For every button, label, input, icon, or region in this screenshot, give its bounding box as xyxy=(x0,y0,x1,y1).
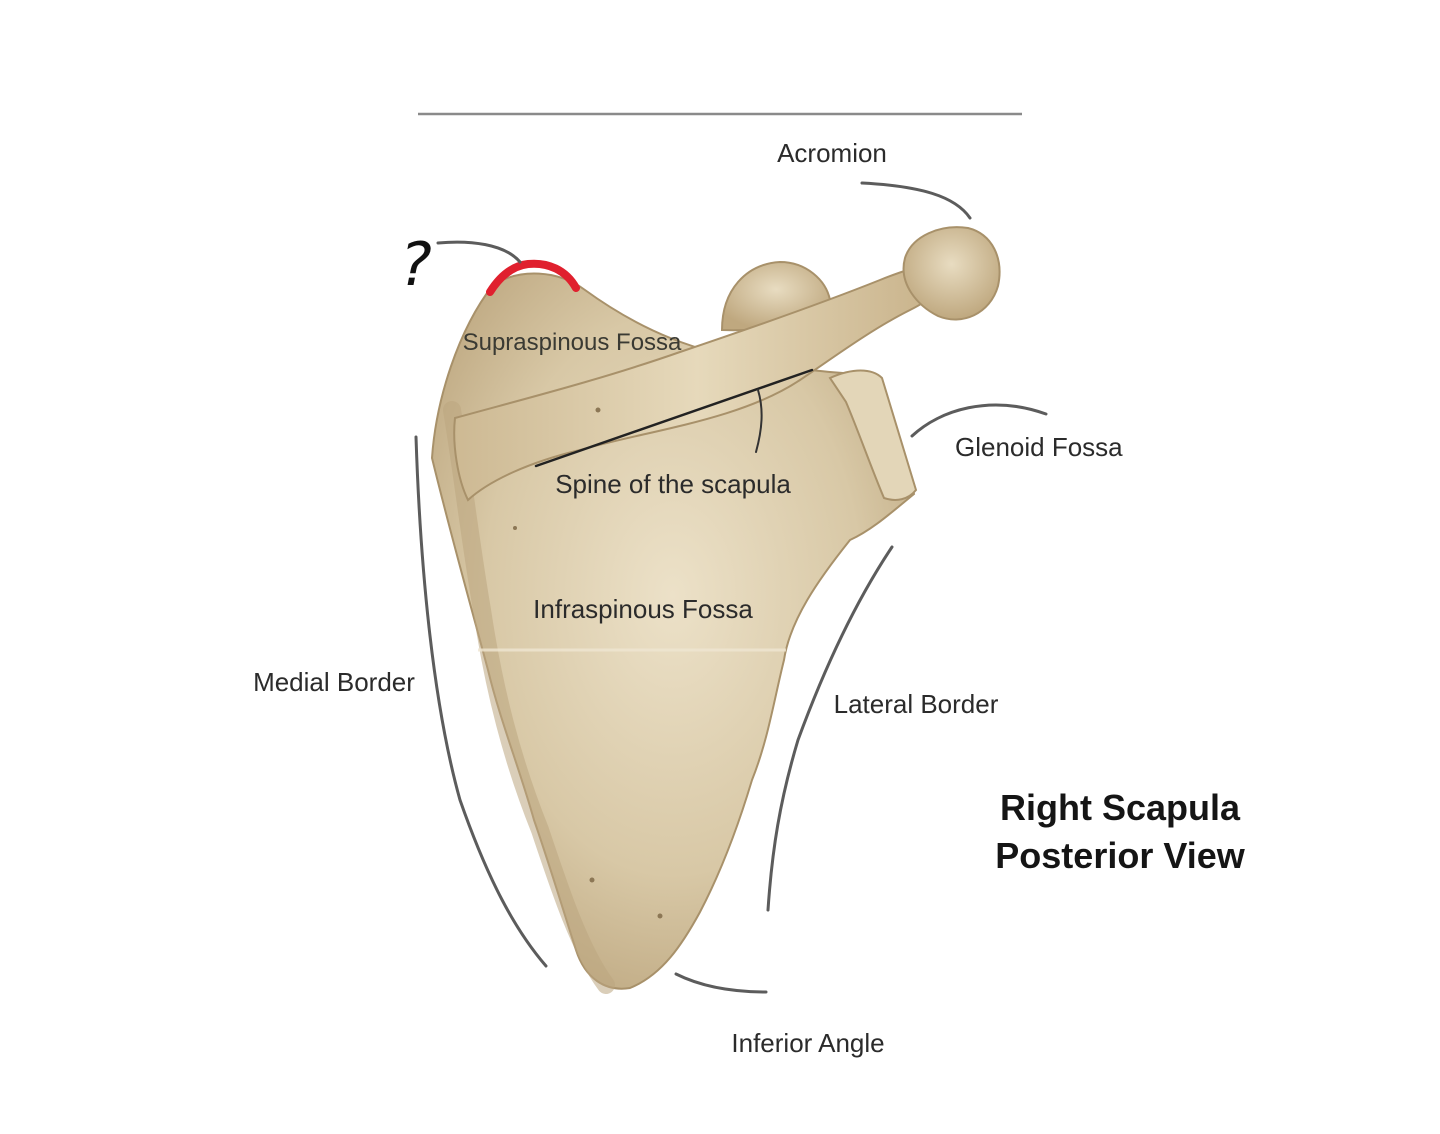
scapular-spine xyxy=(453,264,942,502)
bone-foramen xyxy=(589,877,595,883)
question-mark-leader xyxy=(436,240,522,264)
label-acromion: Acromion xyxy=(777,138,887,168)
diagram-title-line1: Right Scapula xyxy=(1000,787,1241,828)
bone-foramen xyxy=(513,526,517,530)
spine-label-leader xyxy=(755,389,763,453)
inferior-angle-leader xyxy=(674,972,768,994)
label-infraspinous-fossa: Infraspinous Fossa xyxy=(533,594,753,624)
bone-foramen xyxy=(595,407,601,413)
medial-ridge xyxy=(443,401,615,994)
label-lateral-border: Lateral Border xyxy=(834,689,999,719)
label-medial-border: Medial Border xyxy=(253,667,415,697)
diagram-title-line2: Posterior View xyxy=(995,835,1245,876)
spine-line xyxy=(534,368,814,468)
acromion-leader xyxy=(860,181,972,220)
label-glenoid-fossa: Glenoid Fossa xyxy=(955,432,1123,462)
label-supraspinous-fossa: Supraspinous Fossa xyxy=(463,329,682,356)
acromion-head xyxy=(902,226,1001,321)
lateral-border-leader xyxy=(766,545,894,912)
scapula-bone xyxy=(430,226,1001,994)
handwritten-question-mark: ? xyxy=(400,230,432,300)
medial-border-leader xyxy=(414,435,548,968)
label-spine-of-scapula: Spine of the scapula xyxy=(555,469,791,499)
glenoid-fossa-leader xyxy=(910,403,1048,438)
glenoid-process xyxy=(828,369,918,501)
superior-border-highlight xyxy=(486,259,580,296)
label-inferior-angle: Inferior Angle xyxy=(731,1028,884,1058)
bone-foramen xyxy=(657,913,663,919)
